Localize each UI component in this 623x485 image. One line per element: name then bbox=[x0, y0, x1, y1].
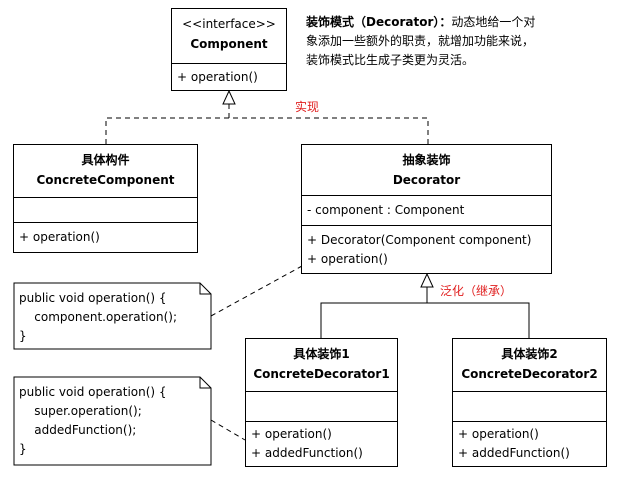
code-note1-line2: component.operation(); bbox=[19, 310, 177, 324]
decorator-box: 抽象装饰 Decorator - component : Component +… bbox=[301, 144, 552, 274]
concrete-component-box: 具体构件 ConcreteComponent + operation() bbox=[13, 144, 198, 253]
code-note2: public void operation() { super.operatio… bbox=[19, 383, 167, 459]
code-note2-shape bbox=[13, 376, 212, 466]
concrete-component-name: ConcreteComponent bbox=[36, 173, 175, 187]
code-note1-line3: } bbox=[19, 329, 27, 343]
code-note2-line4: } bbox=[19, 442, 27, 456]
decorator-name-cn: 抽象装饰 bbox=[402, 153, 451, 167]
concrete-decorator2-name: ConcreteDecorator2 bbox=[461, 367, 598, 381]
component-name: Component bbox=[190, 37, 268, 51]
concrete-decorator1-name-cn: 具体装饰1 bbox=[293, 347, 350, 361]
component-interface-box: <<interface>> Component + operation() bbox=[171, 8, 287, 91]
generalization-connector bbox=[320, 287, 530, 338]
concrete-decorator1-name: ConcreteDecorator1 bbox=[253, 367, 390, 381]
realization-label: 实现 bbox=[295, 100, 320, 114]
generalization-arrowhead bbox=[420, 272, 434, 288]
decorator-name: Decorator bbox=[392, 173, 461, 187]
code-note2-anchor bbox=[210, 419, 246, 441]
concrete-component-operation: + operation() bbox=[19, 230, 100, 244]
concrete-decorator2-added-function: + addedFunction() bbox=[458, 446, 570, 460]
concrete-decorator1-box: 具体装饰1 ConcreteDecorator1 + operation() +… bbox=[245, 338, 398, 467]
concrete-decorator2-attributes bbox=[453, 392, 606, 422]
realization-connector bbox=[105, 104, 429, 144]
description-note-line3: 装饰模式比生成子类更为灵活。 bbox=[306, 53, 475, 67]
description-note-title: 装饰模式（Decorator）： bbox=[306, 15, 452, 29]
concrete-decorator1-operation: + operation() bbox=[251, 427, 332, 441]
description-note: 装饰模式（Decorator）：动态地给一个对 象添加一些额外的职责，就增加功能… bbox=[306, 13, 535, 70]
concrete-decorator1-attributes bbox=[246, 392, 397, 422]
decorator-attribute: - component : Component bbox=[307, 203, 465, 217]
description-note-line2: 象添加一些额外的职责，就增加功能来说， bbox=[306, 34, 535, 48]
generalization-label: 泛化（继承） bbox=[440, 284, 513, 298]
concrete-decorator1-added-function: + addedFunction() bbox=[251, 446, 363, 460]
concrete-component-name-cn: 具体构件 bbox=[81, 153, 130, 167]
concrete-decorator2-box: 具体装饰2 ConcreteDecorator2 + operation() +… bbox=[452, 338, 607, 467]
description-note-line1: 动态地给一个对 bbox=[451, 15, 536, 29]
concrete-component-attributes bbox=[14, 198, 197, 223]
concrete-decorator2-name-cn: 具体装饰2 bbox=[501, 347, 558, 361]
code-note1-shape bbox=[13, 282, 212, 350]
code-note1-anchor bbox=[210, 265, 303, 317]
decorator-constructor: + Decorator(Component component) bbox=[307, 233, 532, 247]
decorator-operation: + operation() bbox=[307, 252, 388, 266]
concrete-decorator2-operation: + operation() bbox=[458, 427, 539, 441]
component-operation: + operation() bbox=[177, 70, 258, 84]
realization-arrowhead bbox=[222, 89, 236, 105]
code-note2-line3: addedFunction(); bbox=[19, 423, 137, 437]
component-stereotype: <<interface>> bbox=[182, 17, 276, 31]
code-note2-line2: super.operation(); bbox=[19, 404, 142, 418]
code-note1-line1: public void operation() { bbox=[19, 291, 167, 305]
code-note2-line1: public void operation() { bbox=[19, 385, 167, 399]
code-note1: public void operation() { component.oper… bbox=[19, 289, 177, 346]
